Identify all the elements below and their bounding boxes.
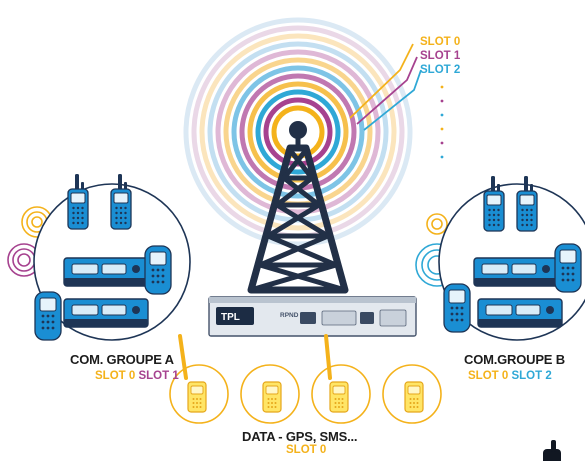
data-group-slot: SLOT 0 bbox=[286, 444, 327, 456]
legend-slot-1: SLOT 1 bbox=[420, 50, 461, 62]
group-a-mobile-1 bbox=[63, 257, 149, 287]
group-a-slots: SLOT 0 SLOT 1 bbox=[95, 370, 179, 382]
repeater-brand: TPL bbox=[221, 312, 240, 323]
group-b-radio-1 bbox=[483, 175, 505, 232]
partial-radio-icon bbox=[543, 440, 561, 461]
group-b-slots: SLOT 0 SLOT 2 bbox=[468, 370, 552, 382]
repeater-icon bbox=[208, 296, 417, 337]
legend-slot-0: SLOT 0 bbox=[420, 36, 461, 48]
group-b-terminal-1 bbox=[554, 243, 582, 293]
group-a-terminal-2 bbox=[34, 291, 62, 341]
group-b-title: COM.GROUPE B bbox=[464, 352, 565, 367]
tower-beacon-icon bbox=[289, 121, 307, 139]
group-a-slot-0: SLOT 0 bbox=[95, 370, 136, 382]
group-a-terminal-1 bbox=[144, 245, 172, 295]
group-b-mobile-1 bbox=[473, 257, 559, 287]
group-b-slot-0: SLOT 0 bbox=[468, 370, 509, 382]
data-group bbox=[169, 334, 442, 424]
slot-legend-dots bbox=[440, 85, 444, 159]
group-a-radio-1 bbox=[67, 173, 89, 230]
repeater-model: RPND bbox=[280, 312, 299, 319]
group-b-slot-2: SLOT 2 bbox=[511, 370, 552, 382]
tower-icon bbox=[247, 132, 349, 294]
data-group-title: DATA - GPS, SMS... bbox=[242, 429, 358, 444]
group-b-mobile-2 bbox=[477, 298, 563, 328]
group-a-mobile-2 bbox=[63, 298, 149, 328]
group-a-slot-1: SLOT 1 bbox=[138, 370, 179, 382]
group-b-terminal-2 bbox=[443, 283, 471, 333]
slot-leader-lines bbox=[349, 43, 422, 131]
group-a-radio-2 bbox=[110, 173, 132, 230]
group-a-title: COM. GROUPE A bbox=[70, 352, 174, 367]
legend-slot-2: SLOT 2 bbox=[420, 64, 461, 76]
